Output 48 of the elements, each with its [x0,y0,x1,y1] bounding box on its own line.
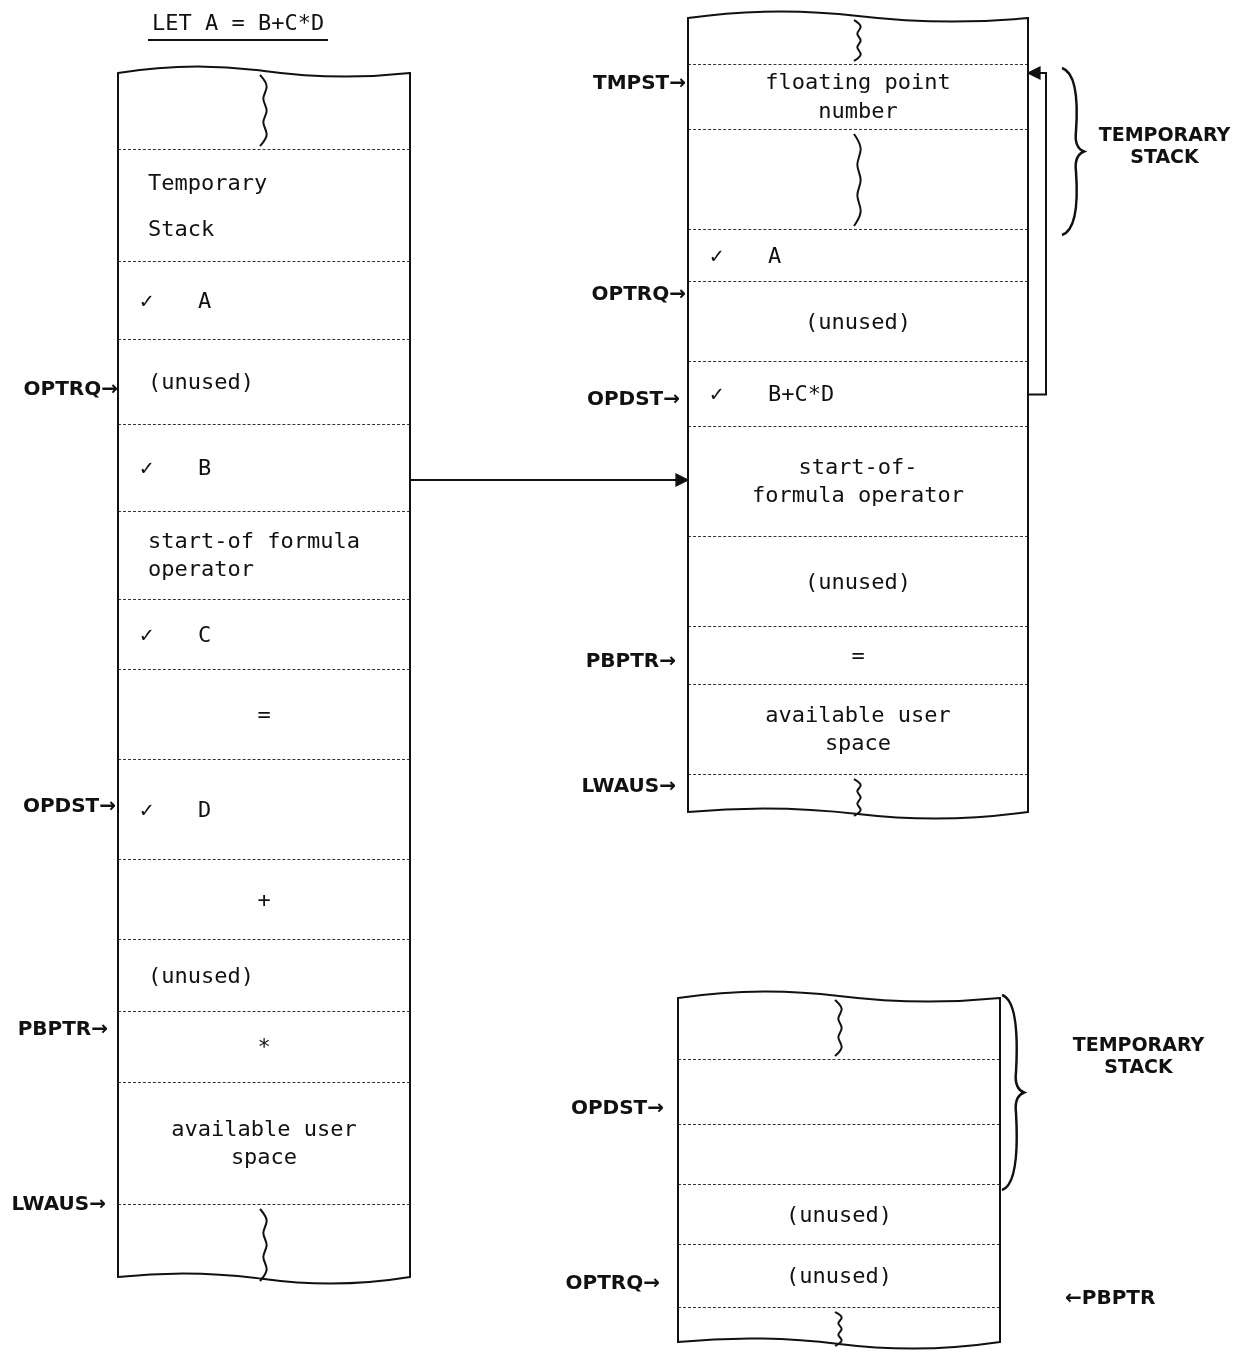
pointer-label: PBPTR→ [585,648,676,672]
cell-text: * [257,1032,271,1061]
cell-text: C [198,620,212,649]
cell-text: (unused) [148,961,254,990]
cell-text: available user space [170,1114,358,1172]
memory-stack [118,65,410,1285]
pointer-label: TMPST→ [593,70,686,94]
pointer-label: ←PBPTR [1065,1285,1156,1309]
cell-text: = [851,641,865,670]
cell-text: = [257,700,271,729]
cell-text: start-of- formula operator [751,452,965,510]
cell-text: (unused) [805,307,911,336]
cell-text: + [257,885,271,914]
stack-label: TEMPORARY STACK [1097,123,1232,167]
pointer-label: OPTRQ→ [591,281,686,305]
check-mark: ✓ [710,241,724,270]
cell-text: Temporary Stack [148,168,269,243]
cell-text: floating point number [764,68,952,125]
arrow [1026,66,1047,396]
pointer-label: OPDST→ [570,1095,664,1119]
stack-label: TEMPORARY STACK [1071,1033,1206,1077]
check-mark: ✓ [140,620,154,649]
pointer-label: OPTRQ→ [565,1270,660,1294]
cell-text: start-of formula operator [148,526,361,584]
arrow [409,473,690,487]
memory-stack [688,10,1028,820]
memory-stack [678,990,1000,1350]
pointer-label: OPTRQ→ [23,376,118,400]
cell-text: (unused) [148,367,254,396]
cell-text: (unused) [786,1261,892,1290]
pointer-label: OPDST→ [22,793,116,817]
title: LET A = B+C*D [148,10,329,41]
cell-text: (unused) [786,1200,892,1229]
check-mark: ✓ [140,453,154,482]
cell-text: A [198,286,212,315]
cell-text: (unused) [805,567,911,596]
cell-text: available user space [764,700,952,758]
cell-text: B [198,453,212,482]
pointer-label: LWAUS→ [581,773,676,797]
cell-text: A [768,241,782,270]
pointer-label: PBPTR→ [17,1016,108,1040]
cell-text: D [198,795,212,824]
check-mark: ✓ [710,379,724,408]
cell-text: B+C*D [768,379,835,408]
pointer-label: LWAUS→ [11,1191,106,1215]
pointer-label: OPDST→ [586,386,680,410]
check-mark: ✓ [140,286,154,315]
check-mark: ✓ [140,795,154,824]
